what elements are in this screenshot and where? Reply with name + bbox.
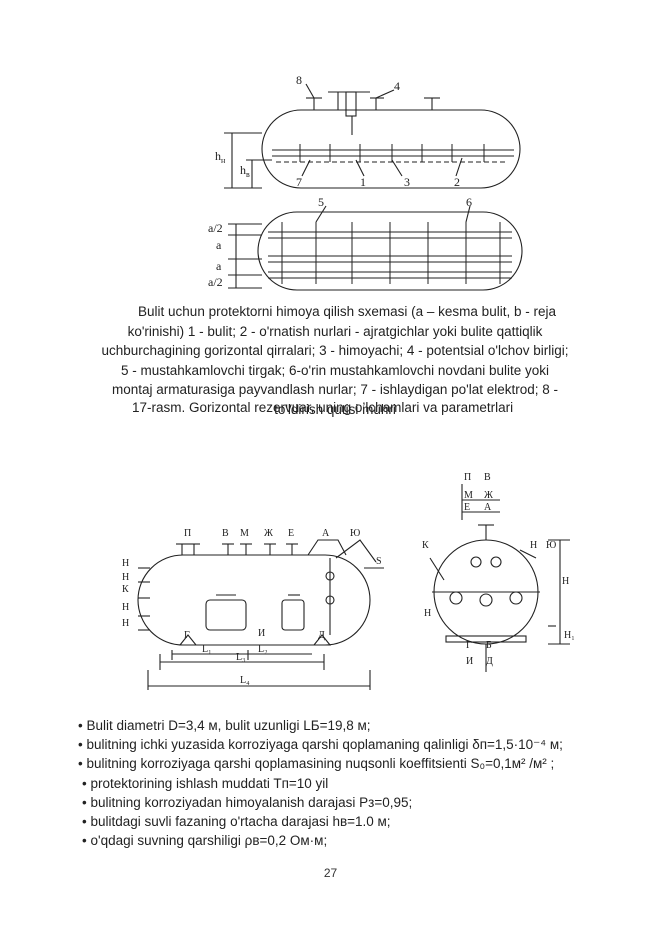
caption-body: ko'rinishi) 1 - bulit; 2 - o'rnatish nur… [101,323,569,417]
callout-4: 4 [394,79,400,93]
side-label-g: Г [184,630,190,641]
side-left-label-5: Н [122,618,129,629]
param-water-resistance: • o'qdagi suvning qarshiligi ρв=0,2 Ом·м… [82,833,328,849]
side-label-i: И [258,628,265,639]
dim-a-second: a [216,259,222,273]
side-dim-l2: L₂ [258,644,268,655]
dim-a-half-top: a/2 [208,221,223,235]
callout-6: 6 [466,195,472,209]
side-dim-l3: L₃ [236,652,246,663]
figure-title: 17-rasm. Gorizontal rezervuar, uning o’l… [132,400,514,415]
end-label-b: Б [486,640,492,651]
side-left-label-1: Н [122,558,129,569]
end-legend-m: М [464,490,473,501]
end-legend-e: Е [464,502,470,513]
parameter-list: • Bulit diametri D=3,4 м, bulit uzunligi… [78,716,638,850]
dim-a-half-bottom: a/2 [208,275,223,289]
callout-2: 2 [454,175,460,189]
page-number: 27 [323,866,338,880]
param-coating-thickness: • bulitning ichki yuzasida korroziyaga q… [78,737,563,753]
side-label-a: А [322,528,330,539]
end-label-n-right: Н [530,540,537,551]
dim-a-first: a [216,238,222,252]
param-protection-degree: • bulitning korroziyadan himoyalanish da… [82,794,413,810]
end-legend-v: В [484,472,491,483]
side-left-label-3: К [122,584,129,595]
side-label-s: S [376,556,382,567]
tank-dimensions-figure: П В М Ж Е А Ю Н Н К Н Н S Г И Д L₁ L₂ L₃… [122,472,575,690]
param-protector-lifetime: • protektorining ishlash muddati Tп=10 y… [82,775,329,791]
end-dim-h: H [562,576,569,587]
param-defect-coefficient: • bulitning korroziyaga qarshi qoplamasi… [78,756,555,772]
figure-caption: Bulit uchun protektorni himoya qilish sx… [100,302,570,419]
side-label-v: В [222,528,229,539]
end-label-i: И [466,656,473,667]
end-label-n-left: Н [424,608,431,619]
end-label-k: К [422,540,429,551]
end-legend-p: П [464,472,471,483]
side-left-label-2: Н [122,572,129,583]
side-label-m: М [240,528,249,539]
side-label-p: П [184,528,191,539]
callout-1: 1 [360,175,366,189]
height-h-v-label: hв [240,163,250,179]
height-h-n-label: hн [215,149,226,165]
callout-8: 8 [296,73,302,87]
callout-5: 5 [318,195,324,209]
side-label-d: Д [318,630,325,641]
end-legend-a: А [484,502,492,513]
side-label-yu: Ю [350,528,360,539]
protector-scheme-figure: 8 4 7 1 3 2 5 6 hн hв a/2 a a a/2 [208,73,523,291]
param-water-level: • bulitdagi suvli fazaning o'rtacha dara… [82,814,391,830]
caption-line-1: Bulit uchun protektorni himoya qilish sx… [138,304,556,319]
param-diameter-length: • Bulit diametri D=3,4 м, bulit uzunligi… [78,718,371,733]
side-dim-l4: L₄ [240,675,250,686]
end-legend-zh: Ж [484,490,493,501]
side-dim-l1: L₁ [202,644,212,655]
side-label-zh: Ж [264,528,273,539]
end-dim-h1: H₁ [564,630,575,641]
end-label-d: Д [486,656,493,667]
callout-7: 7 [296,175,302,189]
end-label-yu: Ю [546,540,556,551]
side-left-label-4: Н [122,602,129,613]
end-label-g: Г [466,640,472,651]
callout-3: 3 [404,175,410,189]
side-label-e: Е [288,528,294,539]
